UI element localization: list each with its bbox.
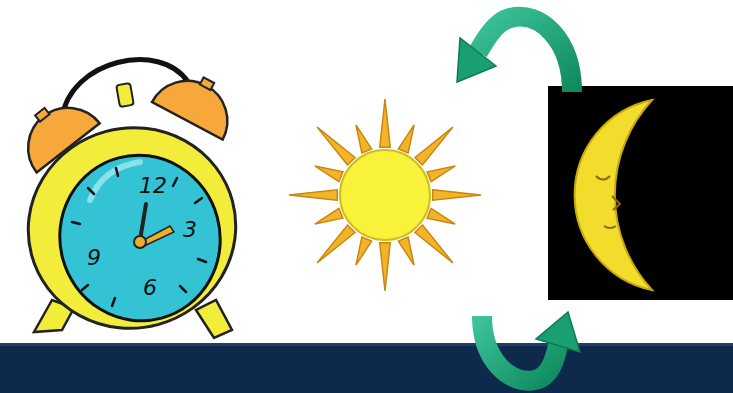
arrow-head (536, 312, 580, 352)
label-slot: 12 (139, 175, 167, 197)
moon-eye (596, 176, 610, 180)
sun-ray (315, 166, 343, 182)
clock-number: 12 (139, 175, 167, 197)
cycle-arrow (482, 316, 558, 381)
label-slot: 3 (183, 219, 197, 241)
sun-ray (427, 208, 455, 224)
sun-ray (398, 237, 414, 265)
moon-nose (612, 196, 620, 210)
clock-hammer (116, 83, 134, 107)
minute-hand (140, 204, 146, 240)
face-shine (90, 162, 140, 200)
sun-ray (317, 127, 355, 165)
band-edge (0, 343, 733, 346)
clock-foot (196, 300, 232, 338)
clock-ticks (72, 168, 206, 306)
sun-ray (415, 225, 453, 263)
label-slot: 6 (143, 277, 157, 299)
sun-ray (398, 125, 414, 153)
alarm-clock (6, 60, 259, 352)
bottom-band (0, 343, 733, 393)
sun-ray (356, 237, 372, 265)
sun-ray (415, 127, 453, 165)
crescent-moon (575, 100, 652, 290)
sun-ray (315, 208, 343, 224)
sun-ray (380, 243, 391, 291)
sun-ray (356, 125, 372, 153)
night-panel (548, 86, 733, 300)
sun-ray (380, 99, 391, 147)
clock-body (6, 104, 259, 351)
sun-ray (427, 166, 455, 182)
clock-face (41, 137, 239, 339)
clock-number: 9 (87, 247, 101, 269)
sun (289, 99, 481, 291)
clock-number: 6 (143, 277, 157, 299)
label-slot: 9 (87, 247, 101, 269)
sun-ray (289, 190, 337, 201)
right-bell (152, 61, 244, 139)
sun-ray (317, 225, 355, 263)
arrow-head (457, 38, 496, 82)
moon-mouth (604, 226, 616, 228)
sun-ray (433, 190, 481, 201)
sun-disc (340, 150, 430, 240)
cycle-arrow (478, 17, 572, 92)
hand-pivot (134, 236, 146, 248)
clock-number: 3 (183, 219, 197, 241)
